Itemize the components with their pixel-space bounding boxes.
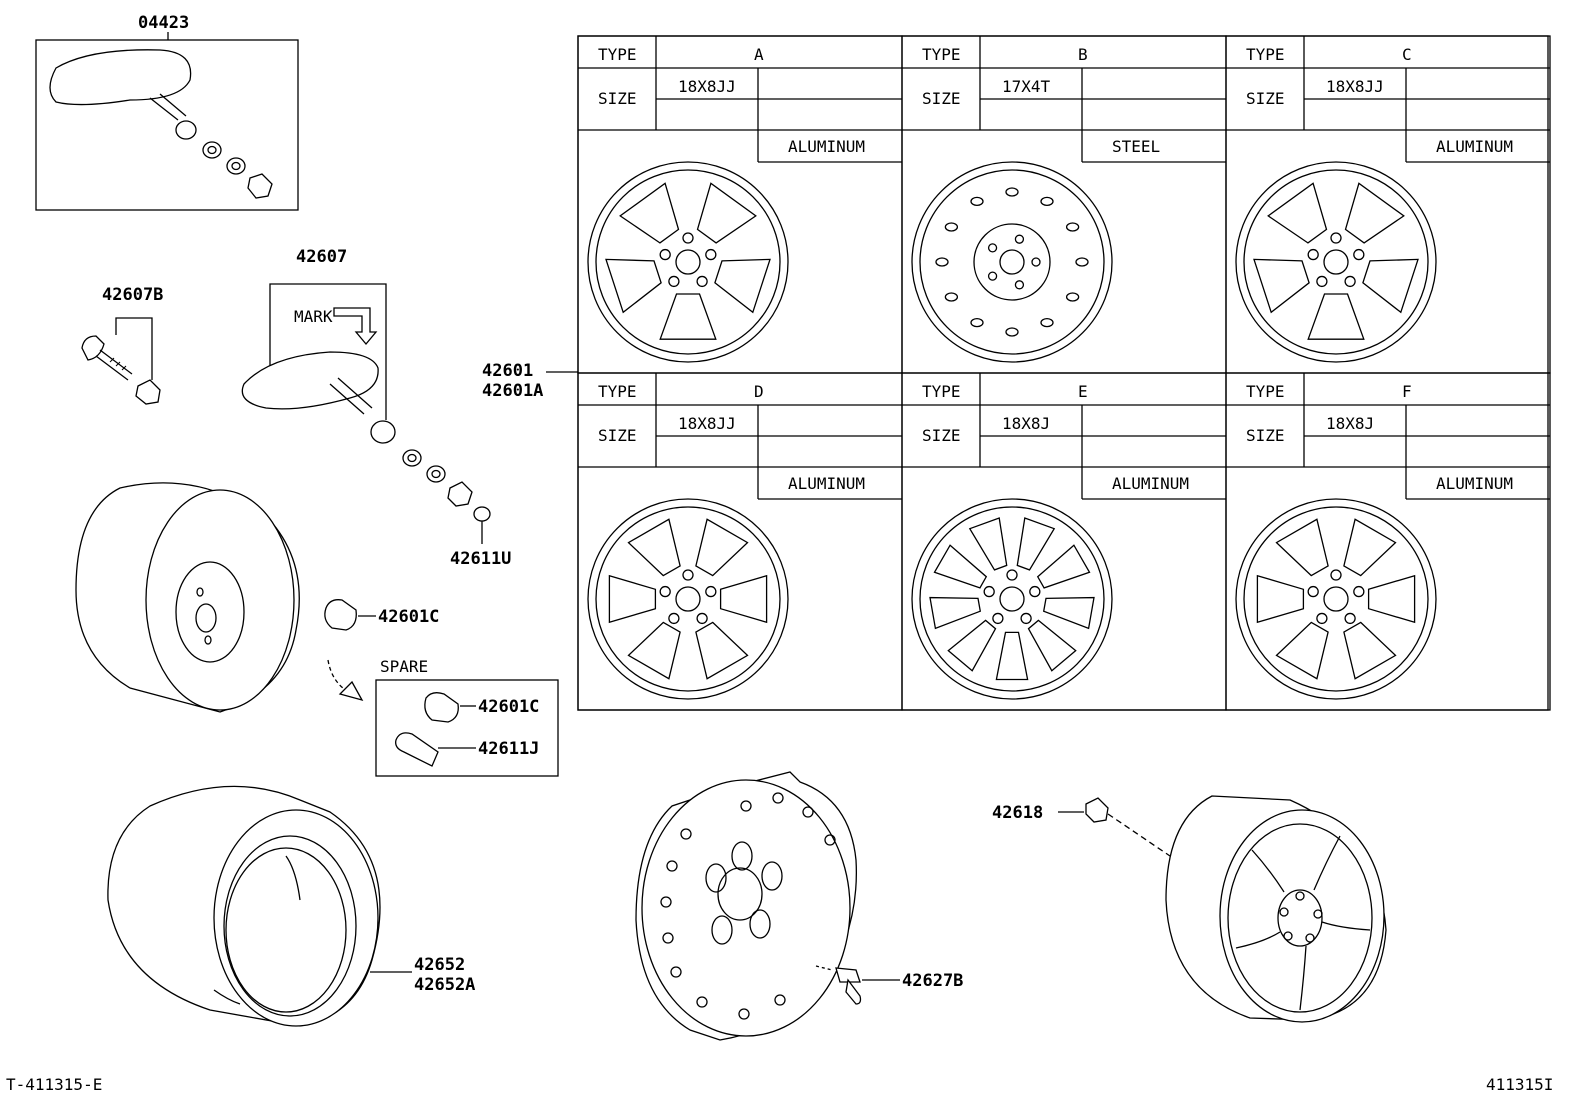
material-value: ALUMINUM [1436,474,1513,493]
part-number-42601[interactable]: 42601 [482,361,533,381]
wheel-design-icon [587,498,789,700]
part-number-42652[interactable]: 42652 [414,955,465,975]
part-number-42652a[interactable]: 42652A [414,975,475,995]
wheel-table-label-group: 42601 42601A [482,361,578,401]
part-number-42607[interactable]: 42607 [296,247,347,267]
size-label: SIZE [598,89,637,108]
wheel-assembly-group: 42601C SPARE 42601C 42611J [75,482,559,777]
type-label: TYPE [922,45,961,64]
wheel-type-cell: TYPE C SIZE 18X8JJ ALUMINUM [1225,35,1551,374]
mark-arrow-icon [333,307,378,346]
wheel-design-icon [1235,498,1437,700]
wheel-type-cell: TYPE D SIZE 18X8JJ ALUMINUM [577,372,903,711]
alloy-wheel-group: 42618 [992,795,1387,1023]
tire-group: 42652 42652A [107,785,475,1027]
wheel-design-icon [1235,161,1437,363]
spare-lug-nut-icon [424,692,459,723]
size-value: 18X8J [1326,414,1374,433]
wheel-cover-holes [660,792,836,1020]
valve-nut-icon [135,379,161,405]
tpms-sensor-42607-group: 42607 MARK 42611U [241,247,511,569]
size-value: 18X8J [1002,414,1050,433]
part-number-42627b[interactable]: 42627B [902,971,963,991]
wheel-design-icon [911,498,1113,700]
wheel-type-cell: TYPE A SIZE 18X8JJ ALUMINUM [577,35,903,374]
footer-left-code: T-411315-E [6,1075,102,1094]
valve-42607b-group: 42607B [81,285,163,405]
wheel-type-cell: TYPE F SIZE 18X8J ALUMINUM [1225,372,1551,711]
size-label: SIZE [1246,426,1285,445]
size-label: SIZE [1246,89,1285,108]
mark-label: MARK [294,307,333,326]
size-value: 18X8JJ [678,77,736,96]
part-number-42618[interactable]: 42618 [992,803,1043,823]
part-number-42601c-spare[interactable]: 42601C [478,697,539,717]
type-value: F [1402,382,1412,401]
material-value: ALUMINUM [1436,137,1513,156]
spare-label: SPARE [380,657,428,676]
material-value: ALUMINUM [1112,474,1189,493]
wheel-nut-icon [1085,797,1109,823]
wheel-type-cell: TYPE E SIZE 18X8J ALUMINUM [901,372,1227,711]
tpms-sensor-body [241,351,379,410]
type-value: C [1402,45,1412,64]
wheel-type-cell: TYPE B SIZE 17X4T STEEL [901,35,1227,374]
part-number-42601c[interactable]: 42601C [378,607,439,627]
type-label: TYPE [1246,382,1285,401]
type-label: TYPE [598,45,637,64]
part-number-42607b[interactable]: 42607B [102,285,163,305]
size-label: SIZE [922,426,961,445]
valve-stem-icon [81,335,105,361]
part-number-42611j[interactable]: 42611J [478,739,539,759]
part-number-42601a[interactable]: 42601A [482,381,543,401]
tpms-kit-box [35,39,299,211]
wheel-design-icon [911,161,1113,363]
material-value: ALUMINUM [788,474,865,493]
size-label: SIZE [922,89,961,108]
tpms-kit-group: 04423 [35,13,299,211]
type-value: A [754,45,764,64]
spare-box [375,679,559,777]
size-value: 17X4T [1002,77,1051,96]
type-label: TYPE [598,382,637,401]
type-value: B [1078,45,1088,64]
wheel-type-table: TYPE A SIZE 18X8JJ ALUMINUM TYPE B SIZE 17X4T STE… [577,35,1551,711]
lug-nut-icon [324,599,357,631]
type-value: D [754,382,764,401]
wheel-design-icon [587,161,789,363]
tpms-sensor-body [49,49,192,106]
part-number-42611u[interactable]: 42611U [450,549,511,569]
size-value: 18X8JJ [1326,77,1384,96]
type-label: TYPE [922,382,961,401]
wheel-cover-group: 42627B [635,771,963,1041]
spare-valve-icon [395,732,439,767]
size-value: 18X8JJ [678,414,736,433]
part-number-04423[interactable]: 04423 [138,13,189,33]
size-label: SIZE [598,426,637,445]
bolt-head-icon [835,967,861,983]
material-value: STEEL [1112,137,1160,156]
footer-right-code: 411315I [1486,1075,1553,1094]
type-label: TYPE [1246,45,1285,64]
spare-arrow-icon [338,680,364,702]
type-value: E [1078,382,1088,401]
material-value: ALUMINUM [788,137,865,156]
